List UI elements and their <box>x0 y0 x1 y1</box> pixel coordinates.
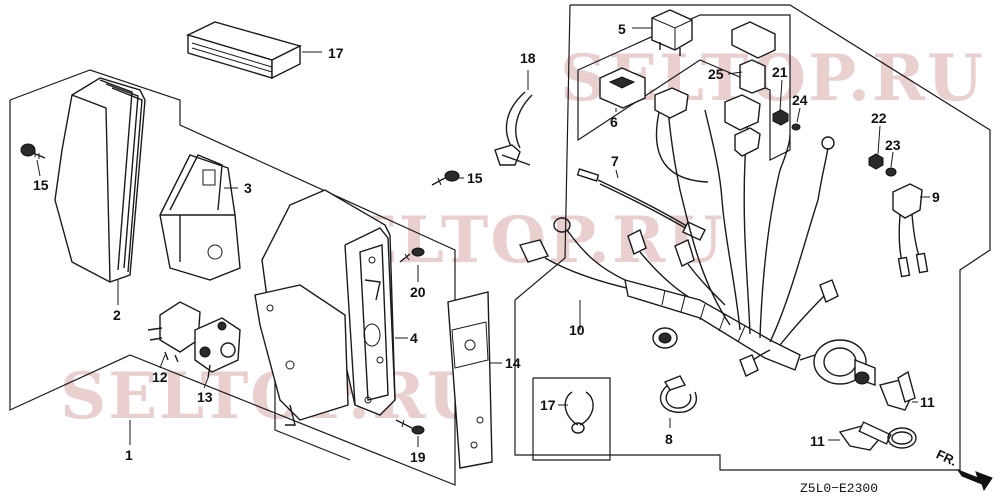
part-10-wire-harness <box>519 87 839 377</box>
ignition-switch <box>799 339 876 386</box>
callout-25: 25 <box>708 66 724 82</box>
diagram-code: Z5L0−E2300 <box>800 481 878 496</box>
part-24-nut <box>772 109 801 131</box>
callout-22-right: 22 <box>871 110 887 126</box>
callout-9: 9 <box>932 189 940 205</box>
callout-7: 7 <box>611 153 619 169</box>
callout-labels: 17 15 3 2 12 13 4 1 20 19 14 15 18 5 6 7… <box>33 21 940 465</box>
part-8-clamp <box>659 375 697 413</box>
key-ring <box>887 427 917 449</box>
callout-6: 6 <box>610 114 618 130</box>
part-13-breaker <box>194 317 241 379</box>
part-20-screw <box>395 419 425 435</box>
callout-13: 13 <box>197 389 213 405</box>
part-14-gasket <box>447 291 493 469</box>
part-22-23-nut-washer <box>868 153 897 177</box>
part-3-bracket <box>159 154 241 281</box>
part-9-diode <box>892 183 929 278</box>
part-5-relay <box>651 9 693 56</box>
callout-5: 5 <box>618 21 626 37</box>
part-19-foam-pad <box>186 21 302 80</box>
front-direction-indicator: FR. <box>934 447 993 492</box>
part-2-cover <box>54 77 146 283</box>
part-15-bolt <box>431 170 460 186</box>
part-25-fuse-holder <box>731 21 776 94</box>
callout-11-upper: 11 <box>920 394 935 410</box>
callout-23: 23 <box>885 137 901 153</box>
part-16-bolt <box>20 143 46 159</box>
part-17-clip <box>564 391 594 434</box>
callout-18: 18 <box>520 50 536 66</box>
callout-2: 2 <box>113 307 121 323</box>
callout-10: 10 <box>569 322 585 338</box>
callout-20: 19 <box>410 449 426 465</box>
part-12-switch <box>147 301 201 363</box>
part-4-control-panel <box>254 189 396 426</box>
callout-4: 4 <box>410 330 418 346</box>
part-7-cable <box>576 168 706 241</box>
callout-17: 17 <box>540 397 556 413</box>
callout-14: 14 <box>505 355 521 371</box>
part-18-cable-band <box>494 91 533 166</box>
arrow-icon <box>956 468 993 492</box>
part-21-screw <box>399 247 425 263</box>
grommet <box>652 327 678 349</box>
part-6-connector-housing <box>599 67 646 109</box>
group-frames <box>9 4 991 486</box>
callout-22-upper: 21 <box>772 64 788 80</box>
leader-lines <box>36 27 930 447</box>
callout-12: 12 <box>152 369 168 385</box>
callout-3: 3 <box>244 180 252 196</box>
callout-11-lower: 11 <box>810 433 825 449</box>
callout-8: 8 <box>665 431 673 447</box>
direction-label: FR. <box>934 447 959 469</box>
part-11-key-lower <box>838 421 892 451</box>
callout-16: 15 <box>33 177 49 193</box>
callout-1: 1 <box>125 447 133 463</box>
callout-24: 24 <box>792 92 808 108</box>
callout-15: 15 <box>467 170 483 186</box>
callout-21: 20 <box>410 284 426 300</box>
part-11-key-upper <box>879 370 916 411</box>
callout-19: 17 <box>328 45 344 61</box>
